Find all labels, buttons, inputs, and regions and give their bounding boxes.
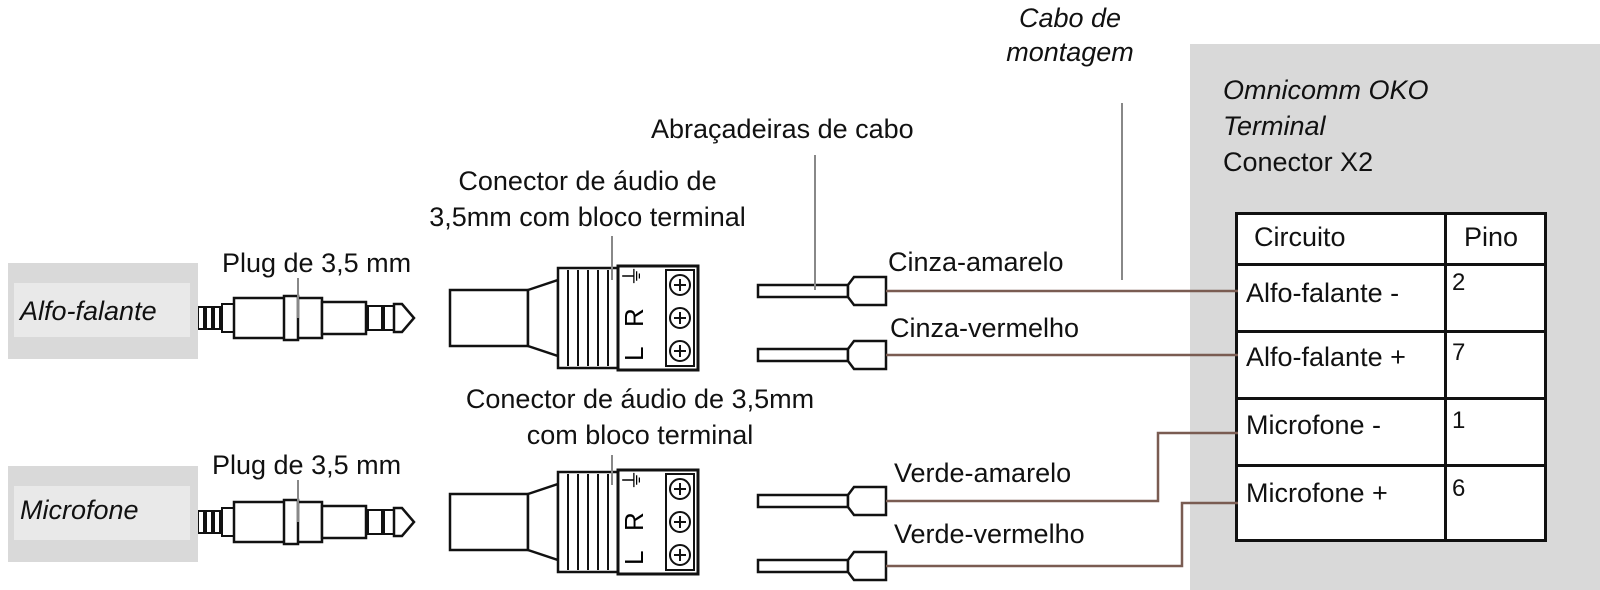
table-header-pin: Pino [1464, 222, 1519, 252]
table-row-pin: 2 [1452, 269, 1466, 296]
microphone-box-inner [14, 486, 190, 540]
table-divider-header [1238, 263, 1544, 266]
terminal-connector-label: Conector X2 [1223, 147, 1374, 177]
terminal-title-line2: Terminal [1223, 111, 1326, 141]
wire-label: Verde-amarelo [894, 458, 1072, 488]
plug-bottom-label: Plug de 3,5 mm [212, 450, 402, 480]
microphone-label: Microfone [20, 495, 139, 525]
table-row-circuit: Alfo-falante + [1246, 342, 1406, 372]
table-divider-1 [1238, 330, 1544, 333]
terminal-mark-ground-2: ⏚ [621, 469, 646, 491]
terminal-mark-r-2: R [619, 512, 649, 531]
terminal-mark-r: R [619, 308, 649, 327]
mounting-cable-label-line1: Cabo de [1018, 3, 1122, 33]
table-divider-3 [1238, 464, 1544, 467]
table-row-pin: 1 [1452, 407, 1466, 434]
table-header-circuit: Circuito [1254, 222, 1346, 252]
microphone-box: Microfone [8, 466, 198, 562]
connector-bottom-label-line1: Conector de áudio de 3,5mm [465, 384, 815, 414]
speaker-label: Alfo-falante [20, 296, 157, 326]
table-row-circuit: Alfo-falante - [1246, 278, 1400, 308]
cable-ties-label: Abraçadeiras de cabo [651, 114, 914, 144]
table-row-pin: 6 [1452, 475, 1466, 502]
plug-top-label: Plug de 3,5 mm [222, 248, 412, 278]
terminal-mark-ground: ⏚ [621, 265, 646, 287]
table-column-divider [1444, 215, 1447, 539]
wire-3 [886, 431, 1238, 503]
connector-top-label-line2: 3,5mm com bloco terminal [429, 202, 746, 232]
wire-label: Verde-vermelho [894, 519, 1085, 549]
terminal-mark-l: L [619, 347, 649, 361]
wire-label: Cinza-vermelho [890, 313, 1080, 343]
speaker-box: Alfo-falante [8, 263, 198, 359]
wire-label: Cinza-amarelo [888, 247, 1064, 277]
pin-table: Circuito Pino Alfo-falante - 2 Alfo-fala… [1235, 212, 1547, 542]
table-divider-2 [1238, 397, 1544, 400]
table-row-circuit: Microfone + [1246, 478, 1388, 508]
terminal-mark-l-2: L [619, 551, 649, 565]
table-row-circuit: Microfone - [1246, 410, 1382, 440]
connector-bottom-label-line2: com bloco terminal [526, 420, 754, 450]
table-row-pin: 7 [1452, 339, 1466, 366]
speaker-box-inner [14, 283, 190, 337]
wire-4 [886, 501, 1238, 568]
terminal-title-line1: Omnicomm OKO [1223, 75, 1429, 105]
mounting-cable-label-line2: montagem [1006, 37, 1134, 67]
connector-top-label-line1: Conector de áudio de [458, 166, 717, 196]
